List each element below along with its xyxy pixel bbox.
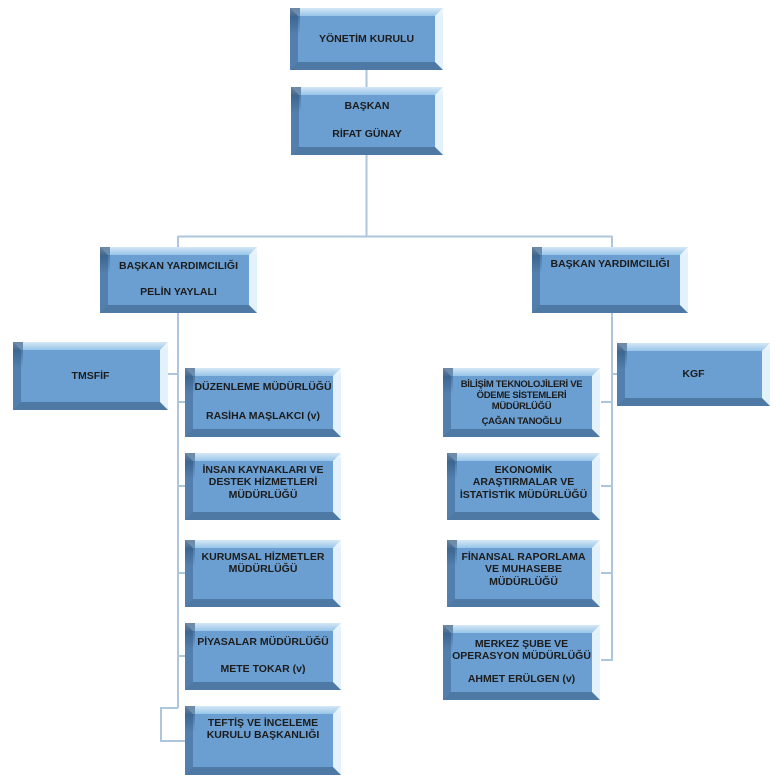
org-node-piyasalar: PİYASALAR MÜDÜRLÜĞÜ METE TOKAR (v) <box>185 623 341 690</box>
org-node-ekonomik: EKONOMİK ARAŞTIRMALAR VE İSTATİSTİK MÜDÜ… <box>447 453 600 520</box>
node-title: BAŞKAN YARDIMCILIĞI <box>550 258 670 270</box>
node-person: RİFAT GÜNAY <box>332 127 402 140</box>
node-title: TMSFİF <box>71 369 110 382</box>
node-title: MERKEZ ŞUBE VE OPERASYON MÜDÜRLÜĞÜ <box>452 638 591 663</box>
node-person: PELİN YAYLALI <box>140 285 217 298</box>
node-title: İNSAN KAYNAKLARI VE DESTEK HİZMETLERİ MÜ… <box>202 464 324 501</box>
node-person: AHMET ERÜLGEN (v) <box>467 672 576 685</box>
node-title: DÜZENLEME MÜDÜRLÜĞÜ <box>194 381 332 393</box>
node-person: RASİHA MAŞLAKCI (v) <box>206 409 320 422</box>
node-title: YÖNETİM KURULU <box>318 32 415 45</box>
org-node-baskan: BAŞKAN RİFAT GÜNAY <box>291 87 443 155</box>
node-person: ÇAĞAN TANOĞLU <box>481 415 562 427</box>
org-node-baskan-yardimciligi-sag: BAŞKAN YARDIMCILIĞI <box>532 247 688 313</box>
node-title: TEFTİŞ VE İNCELEME KURULU BAŞKANLIĞI <box>206 717 320 742</box>
org-node-merkez-sube: MERKEZ ŞUBE VE OPERASYON MÜDÜRLÜĞÜ AHMET… <box>443 625 600 700</box>
node-person: METE TOKAR (v) <box>220 662 306 675</box>
node-title: KURUMSAL HİZMETLER MÜDÜRLÜĞÜ <box>201 551 325 576</box>
org-node-finansal: FİNANSAL RAPORLAMA VE MUHASEBE MÜDÜRLÜĞÜ <box>447 540 600 607</box>
org-node-kgf: KGF <box>617 343 770 406</box>
node-title: BAŞKAN YARDIMCILIĞI <box>118 260 238 272</box>
node-title: BİLİŞİM TEKNOLOJİLERİ VE ÖDEME SİSTEMLER… <box>460 379 583 413</box>
org-node-baskan-yardimciligi-sol: BAŞKAN YARDIMCILIĞI PELİN YAYLALI <box>100 247 257 313</box>
node-title: EKONOMİK ARAŞTIRMALAR VE İSTATİSTİK MÜDÜ… <box>459 464 588 501</box>
node-title: PİYASALAR MÜDÜRLÜĞÜ <box>197 636 329 648</box>
connector <box>160 707 185 742</box>
node-title: BAŞKAN <box>344 100 390 112</box>
org-node-bilisim: BİLİŞİM TEKNOLOJİLERİ VE ÖDEME SİSTEMLER… <box>443 368 600 437</box>
org-node-tmsfif: TMSFİF <box>13 342 168 410</box>
org-node-insan-kaynaklari: İNSAN KAYNAKLARI VE DESTEK HİZMETLERİ MÜ… <box>185 453 341 520</box>
node-title: FİNANSAL RAPORLAMA VE MUHASEBE MÜDÜRLÜĞÜ <box>461 551 586 588</box>
org-node-teftis: TEFTİŞ VE İNCELEME KURULU BAŞKANLIĞI <box>185 706 341 775</box>
org-node-yonetim-kurulu: YÖNETİM KURULU <box>290 8 443 70</box>
org-node-kurumsal-hizmetler: KURUMSAL HİZMETLER MÜDÜRLÜĞÜ <box>185 540 341 607</box>
org-node-duzenleme: DÜZENLEME MÜDÜRLÜĞÜ RASİHA MAŞLAKCI (v) <box>185 368 341 437</box>
node-title: KGF <box>682 368 705 381</box>
